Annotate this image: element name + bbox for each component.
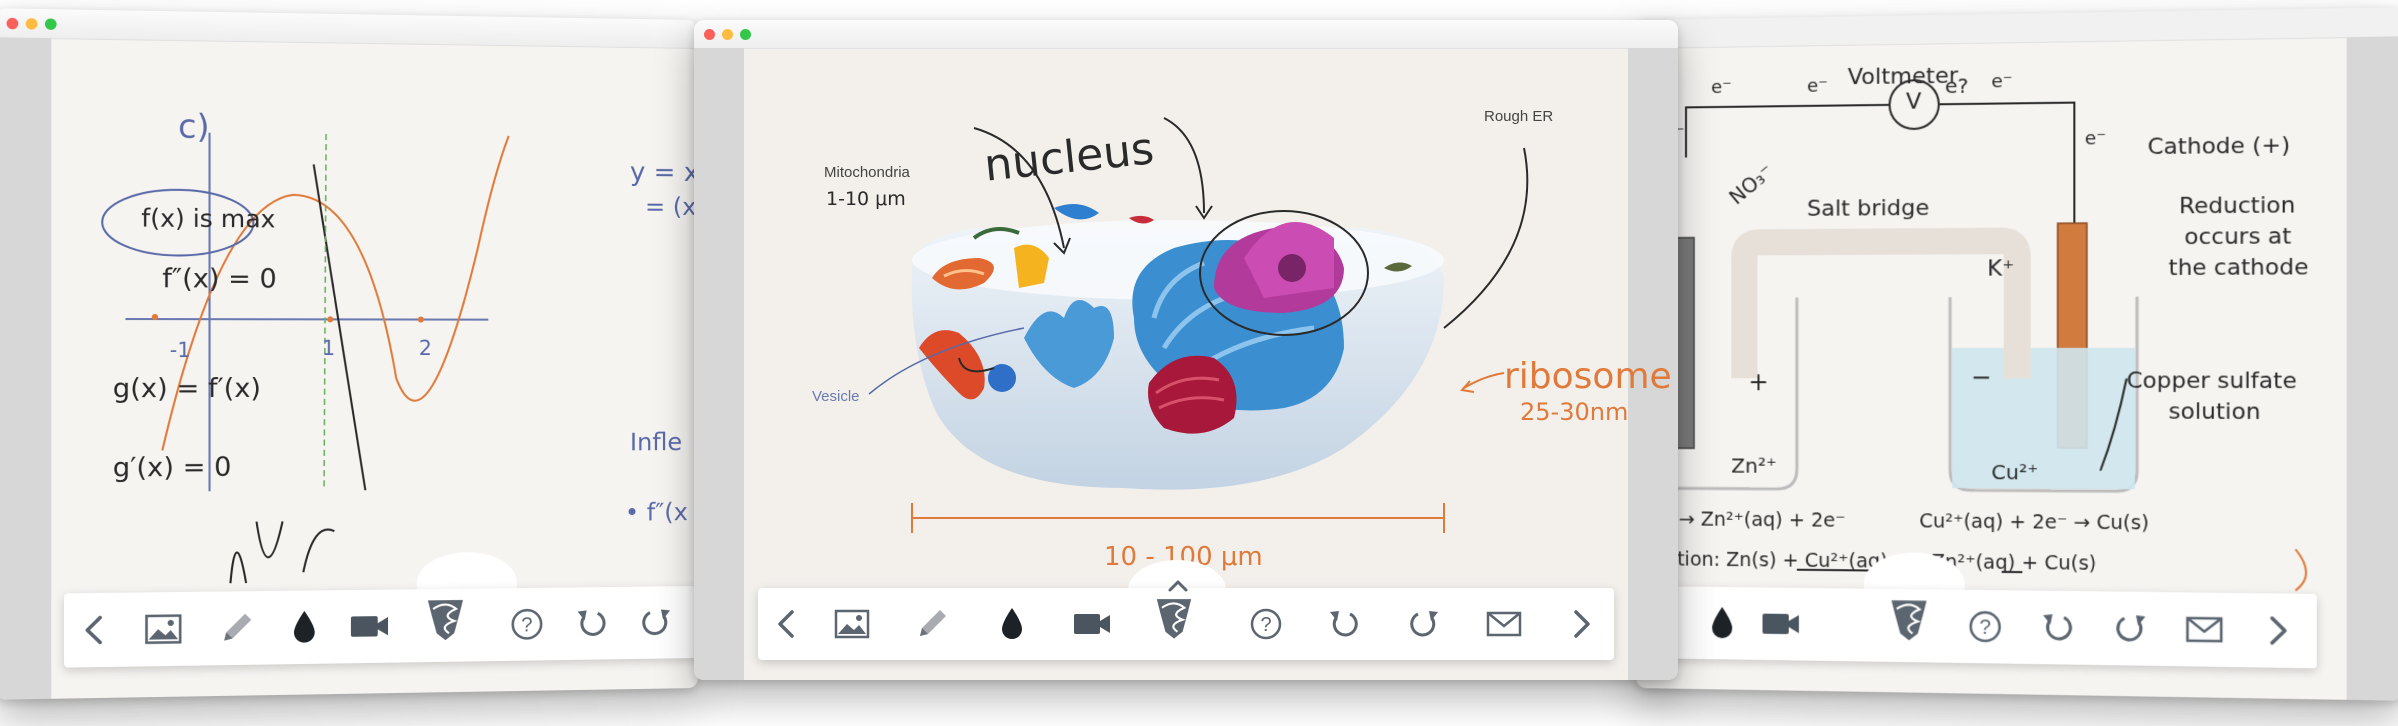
undo-icon[interactable] [567, 599, 615, 648]
minus-sign: − [1970, 363, 1992, 392]
f-double-prime-note: • f″(x [624, 498, 688, 527]
video-camera-icon[interactable] [1756, 599, 1805, 648]
whiteboard-canvas[interactable]: Mitochondria 1-10 μm nucleus Rough ER ri… [744, 48, 1672, 680]
second-derivative-note: f″(x) = 0 [162, 263, 277, 295]
electron-label-2: e⁻ [1807, 75, 1828, 97]
video-camera-icon[interactable] [345, 602, 394, 651]
redo-icon[interactable] [632, 598, 680, 647]
ribosome-size-label: 25-30nm [1520, 398, 1629, 426]
video-camera-icon[interactable] [1068, 600, 1116, 648]
voltmeter-label: Voltmeter [1847, 63, 1959, 91]
center-window: Mitochondria 1-10 μm nucleus Rough ER ri… [694, 20, 1678, 680]
inflection-note: Infle [629, 428, 683, 457]
reduction-line-2: occurs at [2184, 223, 2292, 251]
electron-label-3: e⁻ [1991, 70, 2013, 93]
image-icon[interactable] [138, 604, 188, 654]
help-icon[interactable]: ? [1242, 600, 1290, 648]
electron-label-6: e? [1944, 73, 1969, 99]
redo-icon[interactable] [2106, 604, 2156, 654]
chevron-left-icon[interactable] [762, 600, 810, 648]
close-dot[interactable] [6, 17, 19, 30]
center-title-bar [694, 20, 1678, 49]
g-equation: g(x) = f′(x) [112, 373, 261, 405]
close-dot[interactable] [704, 29, 715, 40]
chevron-right-icon[interactable] [2253, 606, 2304, 656]
minimize-dot[interactable] [25, 18, 38, 30]
pencil-icon[interactable] [212, 603, 262, 653]
zoom-dot[interactable] [740, 29, 751, 40]
solution-label: solution [2168, 399, 2261, 426]
electron-label-1: e⁻ [1711, 76, 1732, 99]
expand-chevron-icon[interactable] [1154, 560, 1202, 592]
copper-sulfate-label: Copper sulfate [2126, 368, 2297, 395]
center-left-strip [694, 48, 744, 680]
ribosome-label: ribosome [1504, 356, 1672, 397]
center-right-strip [1628, 48, 1678, 680]
undo-icon[interactable] [2033, 603, 2083, 653]
pencil-icon[interactable] [908, 600, 956, 648]
svg-text:?: ? [1260, 614, 1271, 636]
rough-er-label: Rough ER [1484, 108, 1554, 125]
tick-neg1: -1 [169, 337, 191, 363]
chevron-left-icon[interactable] [68, 605, 119, 655]
minimize-dot[interactable] [722, 29, 733, 40]
reduction-line-3: the cathode [2168, 254, 2309, 282]
voltmeter-v: V [1905, 89, 1922, 115]
electron-label-4: e⁻ [2084, 127, 2107, 150]
ink-drop-icon[interactable] [988, 600, 1036, 648]
mitochondria-size-label: 1-10 μm [826, 188, 906, 210]
center-toolbar: ? [758, 588, 1614, 660]
y-equation-cont: = (x [644, 192, 697, 221]
equation-1-cathode: Cu²⁺(aq) + 2e⁻ → Cu(s) [1919, 510, 2149, 535]
svg-text:?: ? [521, 614, 532, 636]
ink-drop-icon[interactable] [279, 602, 329, 652]
ink-drop-icon[interactable] [1698, 599, 1746, 648]
svg-text:?: ? [1979, 616, 1990, 639]
image-icon[interactable] [828, 600, 876, 648]
mail-icon[interactable] [1480, 600, 1528, 648]
app-logo-icon[interactable] [421, 595, 478, 652]
redo-icon[interactable] [1400, 600, 1448, 648]
copper-ion-label: Cu²⁺ [1991, 459, 2039, 485]
left-window: c) f(x) is max f″(x) = 0 y = x³ = (x g(x… [0, 8, 698, 700]
g-prime-equation: g′(x) = 0 [112, 452, 232, 484]
app-logo-icon[interactable] [1150, 594, 1206, 650]
left-toolbar: ? [64, 586, 698, 668]
vesicle-label: Vesicle [812, 388, 860, 405]
right-window-side-strip [2346, 36, 2398, 701]
cathode-label: Cathode (+) [2147, 133, 2291, 161]
help-icon[interactable]: ? [503, 600, 552, 649]
max-note: f(x) is max [141, 203, 276, 234]
reduction-line-1: Reduction [2179, 192, 2296, 220]
y-equation: y = x³ [629, 157, 698, 189]
right-toolbar: ? [1636, 586, 2317, 669]
mail-icon[interactable] [2179, 605, 2230, 655]
zoom-dot[interactable] [44, 18, 57, 30]
math-sketch [51, 38, 698, 616]
right-window: Voltmeter V e⁻ e⁻ e⁻ e⁻ e⁻ e? Cathode (+… [1636, 7, 2398, 701]
plus-sign: + [1748, 368, 1769, 397]
tick-2: 2 [418, 335, 432, 361]
left-window-side-strip [0, 37, 52, 700]
chevron-right-icon[interactable] [1558, 600, 1606, 648]
part-label: c) [178, 106, 210, 147]
tick-1: 1 [321, 335, 336, 361]
mitochondria-label: Mitochondria [824, 164, 910, 181]
undo-icon[interactable] [1320, 600, 1368, 648]
app-logo-icon[interactable] [1884, 595, 1941, 653]
cell-illustration [868, 117, 1529, 533]
salt-bridge-label: Salt bridge [1807, 195, 1930, 222]
potassium-label: K⁺ [1987, 256, 2015, 282]
help-icon[interactable]: ? [1960, 602, 2010, 652]
zinc-ion-label: Zn²⁺ [1731, 453, 1777, 478]
